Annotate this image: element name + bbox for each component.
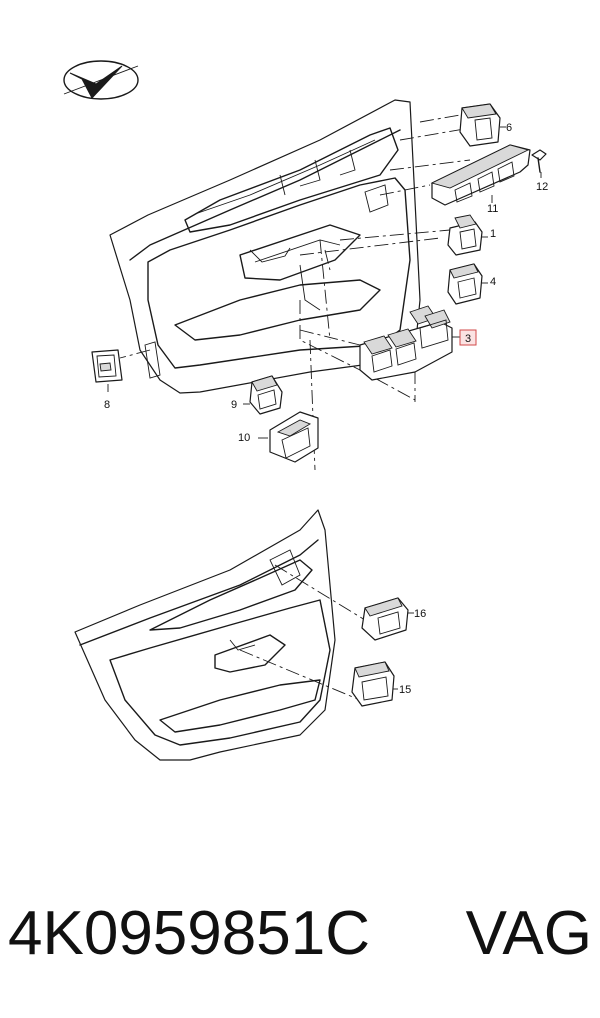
callout-4: 4	[490, 276, 496, 288]
leader-lines-rear	[239, 564, 366, 701]
part-number: 4K0959851C	[8, 898, 370, 968]
callout-9: 9	[231, 399, 237, 411]
part-3-switch-cluster	[359, 305, 460, 381]
callout-12: 12	[536, 181, 548, 193]
brand-label: VAG	[465, 898, 592, 968]
callout-6: 6	[506, 122, 512, 134]
callout-8: 8	[104, 399, 110, 411]
part-12-screw	[531, 149, 547, 178]
callout-15: 15	[399, 684, 411, 696]
part-8-switch	[91, 349, 123, 392]
rear-door-panel	[74, 509, 336, 761]
checkmark-icon	[63, 60, 139, 100]
part-9-switch	[243, 375, 283, 415]
callout-3-highlight	[459, 329, 477, 346]
callout-16: 16	[414, 608, 426, 620]
callout-10: 10	[238, 432, 250, 444]
part-4-switch	[447, 263, 488, 305]
front-door-panel	[109, 99, 421, 394]
part-11-switch-bar	[430, 144, 531, 206]
part-6-switch	[459, 103, 506, 147]
part-16-switch	[361, 597, 414, 641]
part-10-switch	[258, 411, 319, 463]
footer: 4K0959851C VAG	[8, 888, 592, 978]
callout-11: 11	[487, 203, 498, 215]
callout-3: 3	[465, 333, 471, 345]
part-15-switch	[351, 661, 398, 707]
callout-1: 1	[490, 228, 496, 240]
part-1-switch	[447, 214, 488, 256]
